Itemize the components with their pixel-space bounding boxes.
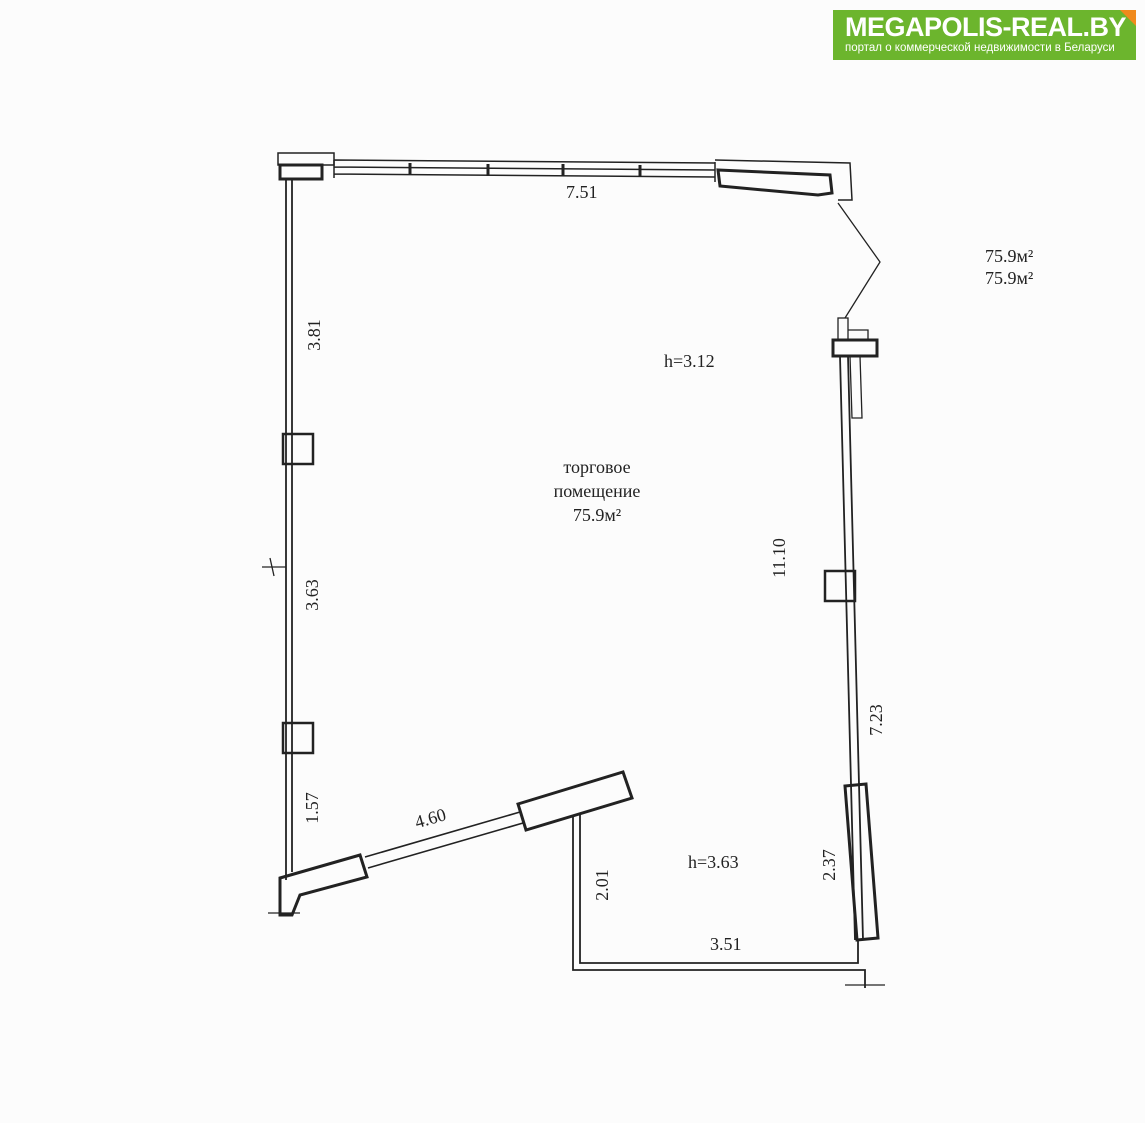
wall-top-right-outline — [714, 159, 853, 201]
wall-right-top-pier — [831, 338, 879, 358]
dim-right-window: 2.37 — [819, 849, 839, 881]
walls — [262, 152, 885, 988]
height-main: h=3.12 — [664, 351, 715, 371]
diagonal-window — [364, 811, 524, 869]
wall-right — [839, 355, 864, 941]
wall-right-lower-pier — [843, 782, 880, 942]
window-mullions — [408, 163, 642, 177]
total-area-2: 75.9м² — [985, 268, 1033, 288]
room-name-line1: торговое — [563, 457, 630, 477]
wall-bottom-left-pier — [278, 853, 369, 917]
section-mark-left — [262, 557, 286, 577]
total-area-1: 75.9м² — [985, 246, 1033, 266]
dim-left-middle: 3.63 — [302, 579, 322, 611]
dim-right-total: 11.10 — [769, 538, 789, 578]
wall-top-left-block — [277, 152, 335, 166]
logo-title: MEGAPOLIS-REAL.BY — [845, 12, 1127, 42]
dim-diagonal: 4.60 — [412, 804, 448, 832]
column-left-upper — [281, 432, 315, 466]
door-jamb — [837, 317, 849, 341]
dim-annex-bottom: 3.51 — [710, 934, 742, 954]
site-logo: MEGAPOLIS-REAL.BY портал о коммерческой … — [833, 10, 1136, 60]
dim-left-lower: 1.57 — [302, 792, 322, 824]
wall-top-left-pier — [278, 163, 324, 181]
dim-left-upper: 3.81 — [304, 319, 324, 351]
dim-top: 7.51 — [566, 182, 598, 202]
column-right — [823, 569, 857, 603]
dim-annex-left: 2.01 — [592, 869, 612, 901]
labels: 7.51 3.81 3.63 1.57 4.60 11.10 7.23 2.37… — [302, 182, 1033, 954]
top-window — [333, 159, 716, 182]
entrance-door — [837, 202, 881, 319]
annex-walls — [572, 815, 866, 988]
wall-right-niche — [849, 355, 863, 419]
dim-right-lower: 7.23 — [866, 704, 886, 736]
wall-bottom-center-pier — [516, 770, 634, 832]
column-left-lower — [281, 721, 315, 755]
logo-subtitle: портал о коммерческой недвижимости в Бел… — [845, 42, 1115, 54]
room-name-line2: помещение — [554, 481, 641, 501]
wall-left — [285, 180, 293, 880]
room-area: 75.9м² — [573, 505, 621, 525]
wall-top-right-pier — [716, 168, 834, 197]
logo-corner — [1120, 10, 1136, 26]
height-annex: h=3.63 — [688, 852, 739, 872]
